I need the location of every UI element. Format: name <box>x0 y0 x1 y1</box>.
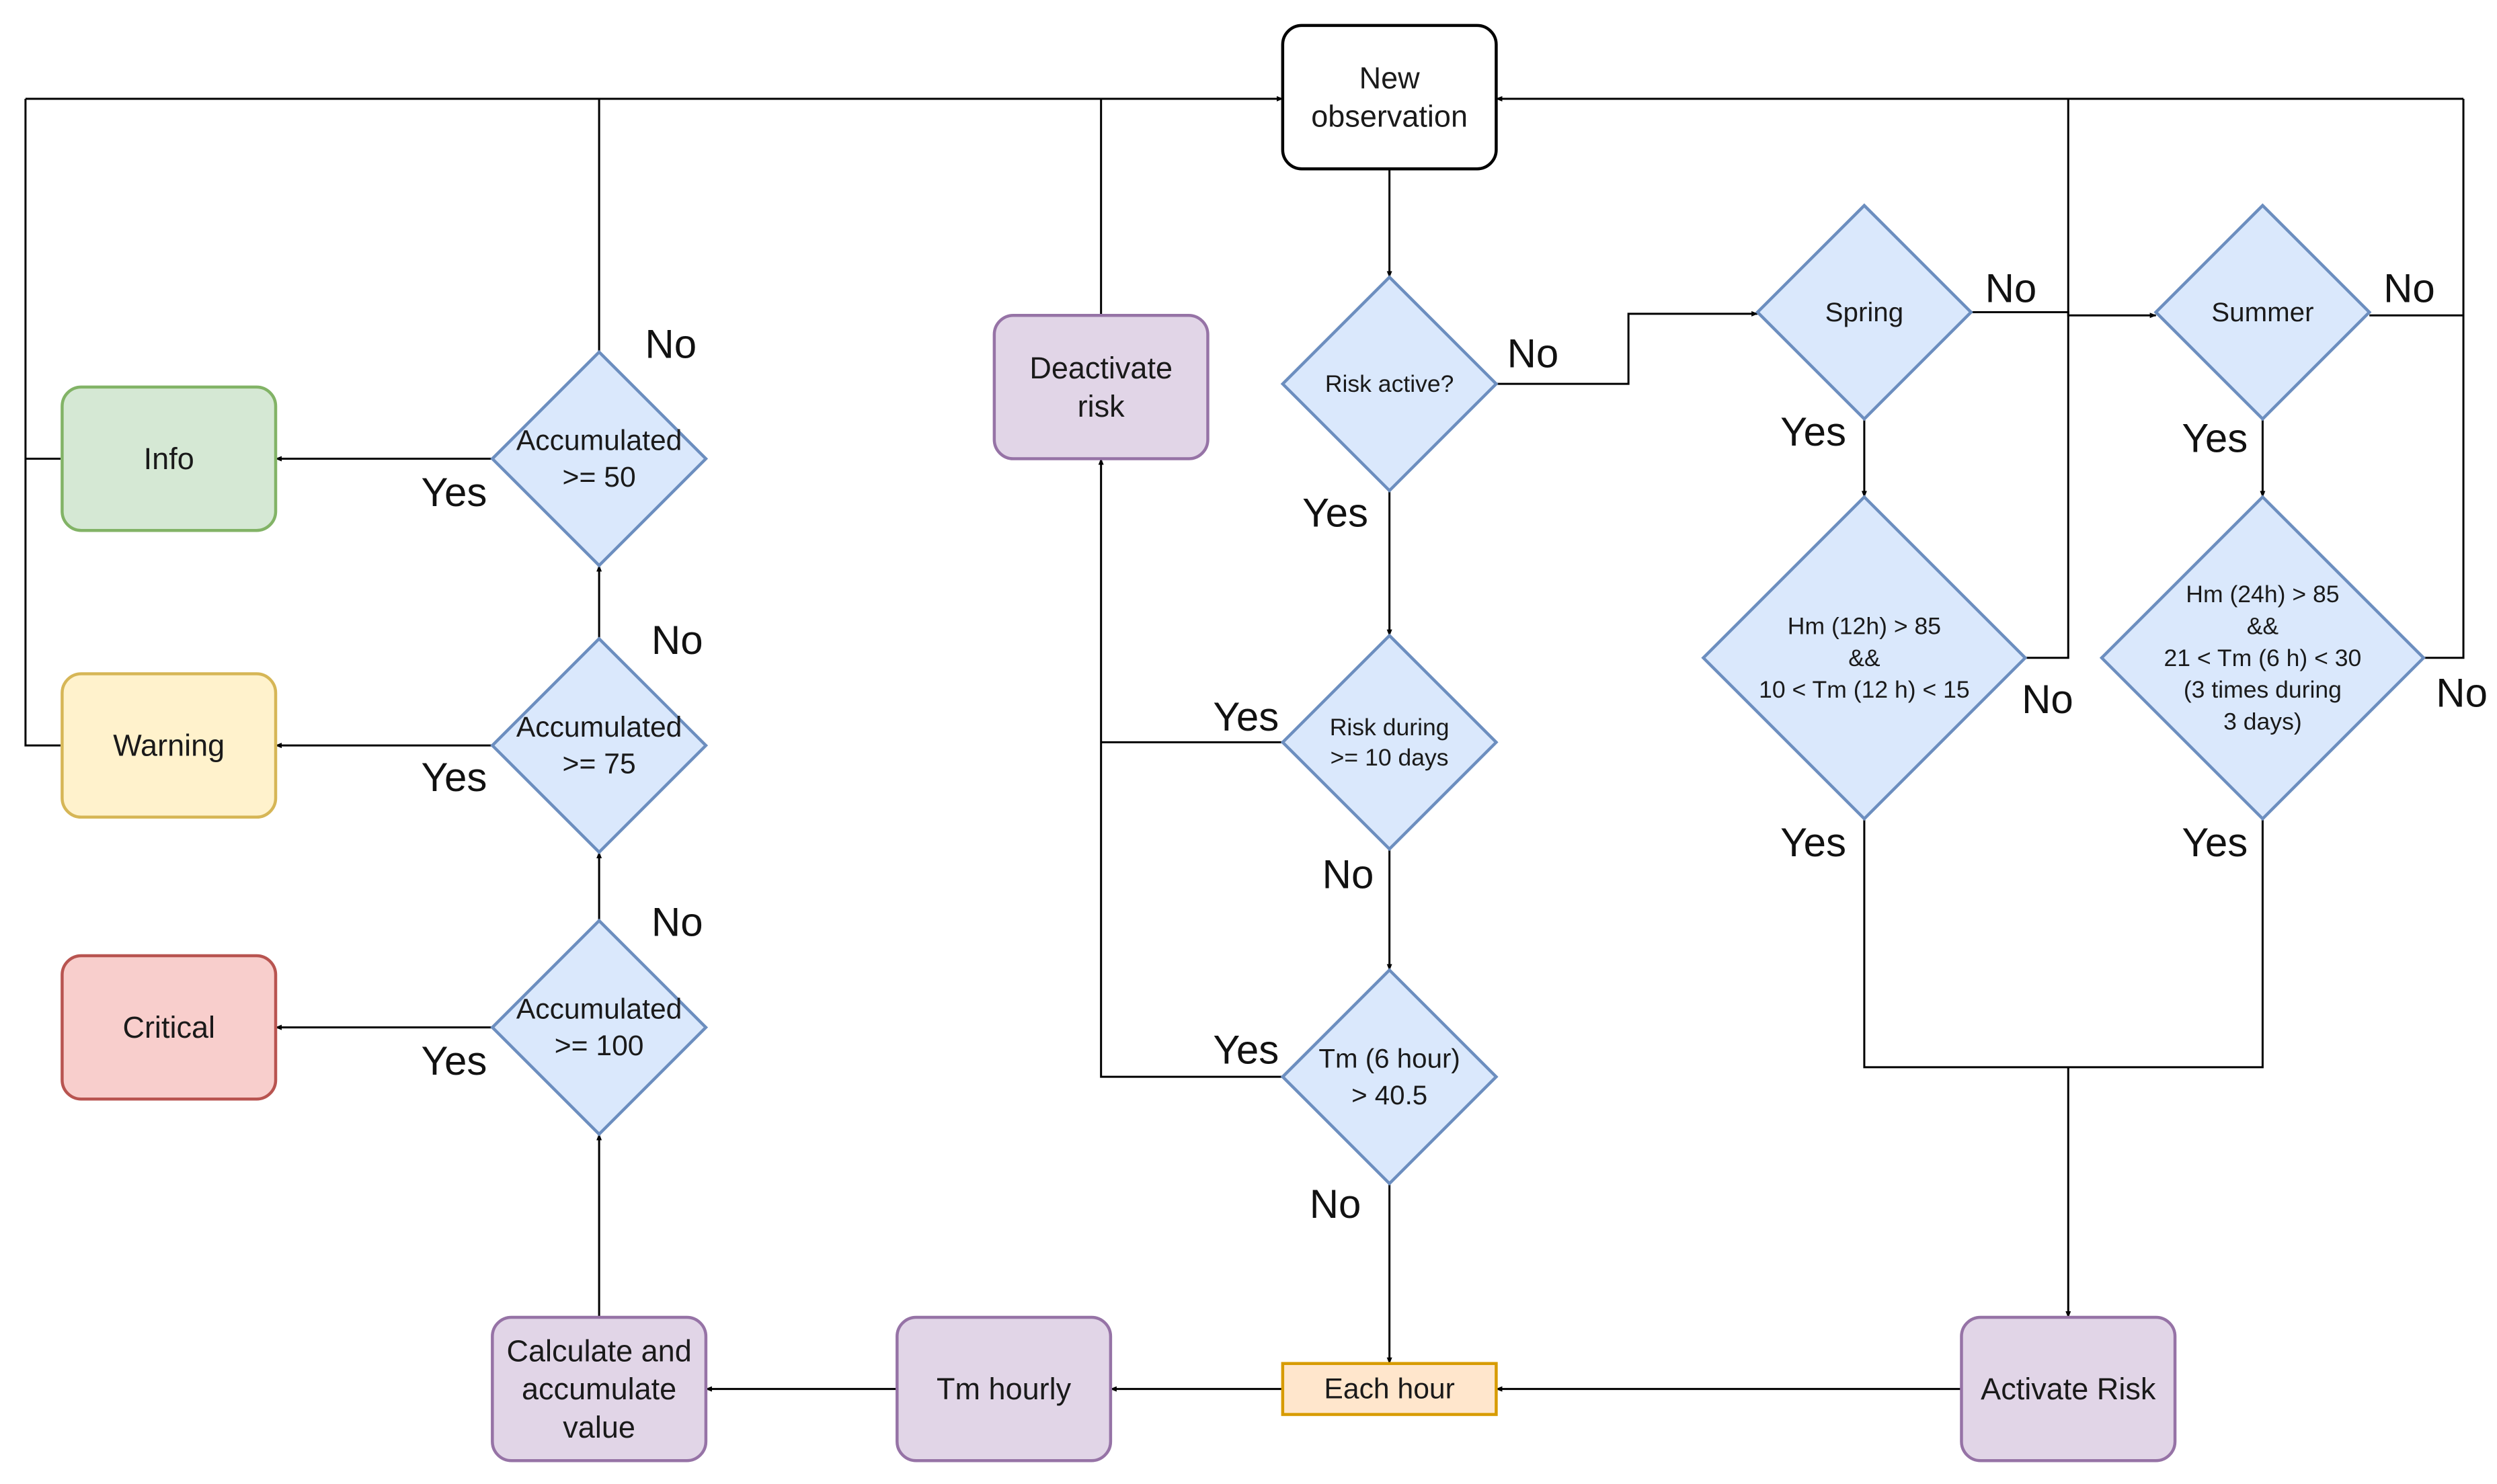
accumulated-50-label-line: >= 50 <box>563 461 636 493</box>
risk-active-no-to-spring-edge <box>1496 311 1759 385</box>
calculate-label-line: value <box>563 1410 635 1444</box>
risk-during-no-edge-label: No <box>1322 852 1374 897</box>
summer-condition-label-line: 21 < Tm (6 h) < 30 <box>2164 645 2362 671</box>
deactivate-risk-label-line: risk <box>1078 389 1125 423</box>
summer-condition-yes-edge-label: Yes <box>2182 820 2248 865</box>
spring-condition-yes-line-edge <box>1863 819 2264 1069</box>
accumulated-50-decision <box>490 349 709 568</box>
accumulated-100-label-line: Accumulated <box>516 993 682 1025</box>
deactivate-risk-label-line: Deactivate <box>1029 351 1173 385</box>
spring-decision <box>1755 203 1973 421</box>
tm-6hour-no-edge-label: No <box>1310 1182 1361 1227</box>
risk-active-no-edge-label: No <box>1507 331 1559 376</box>
summer-condition-label-line: 3 days) <box>2223 708 2302 735</box>
spring-condition-no-line-edge <box>2025 98 2069 659</box>
accumulated-100-label-line: >= 100 <box>555 1030 644 1062</box>
spring-condition-label-line: && <box>1848 645 1880 671</box>
risk-during-yes-edge-label: Yes <box>1213 694 1279 739</box>
accumulated-50-yes-edge-label: Yes <box>422 470 487 515</box>
spring-condition-label-line: Hm (12h) > 85 <box>1788 612 1941 639</box>
accumulated-75-decision <box>490 636 709 855</box>
new-observation-box <box>1281 24 1498 171</box>
tm-hourly-label-line: Tm hourly <box>937 1372 1072 1406</box>
activate-risk-box <box>1960 1315 2177 1462</box>
info-box <box>61 385 278 532</box>
critical-label-line: Critical <box>122 1010 215 1044</box>
risk-active-decision <box>1280 275 1499 493</box>
summer-decision <box>2153 203 2372 421</box>
risk-during-decision <box>1280 633 1499 852</box>
deactivate-risk-box <box>992 314 1210 460</box>
each-hour-label-line: Each hour <box>1324 1373 1454 1405</box>
tm-6hour-label-line: Tm (6 hour) <box>1318 1043 1460 1073</box>
risk-during-label-line: Risk during <box>1330 714 1450 741</box>
spring-condition-decision <box>1701 495 2028 821</box>
calculate-label-line: Calculate and <box>506 1333 691 1368</box>
accumulated-75-no-edge-label: No <box>651 618 703 663</box>
accumulated-50-label-line: Accumulated <box>516 424 682 456</box>
new-observation-label-line: observation <box>1311 99 1468 134</box>
warning-left-line-edge <box>24 98 61 747</box>
risk-during-label-line: >= 10 days <box>1331 744 1449 771</box>
accumulated-75-label-line: >= 75 <box>563 747 636 780</box>
summer-label-line: Summer <box>2211 297 2313 327</box>
activate-risk-label-line: Activate Risk <box>1981 1372 2156 1406</box>
critical-box <box>61 954 278 1101</box>
calculate-box <box>491 1315 708 1462</box>
warning-box <box>61 672 278 819</box>
accumulated-100-decision <box>490 918 709 1137</box>
accumulated-75-label-line: Accumulated <box>516 711 682 743</box>
tm-6hour-yes-to-deactivate-edge <box>1098 458 1283 1078</box>
summer-condition-label-line: (3 times during <box>2184 676 2342 703</box>
risk-active-label-line: Risk active? <box>1325 370 1454 397</box>
tm-6hour-yes-edge-label: Yes <box>1213 1027 1279 1072</box>
edges-layer <box>24 95 2465 1392</box>
summer-condition-label-line: Hm (24h) > 85 <box>2186 581 2339 608</box>
tm-6hour-decision <box>1280 968 1499 1186</box>
new-observation-label-line: New <box>1359 61 1421 95</box>
summer-condition-label-line: && <box>2247 612 2279 639</box>
accumulated-100-no-edge-label: No <box>651 900 703 945</box>
spring-label-line: Spring <box>1825 297 1903 327</box>
tm-hourly-box <box>896 1315 1113 1462</box>
accumulated-50-no-edge-label: No <box>645 321 697 366</box>
edge-labels-layer: NoYesYesNoYesNoNoYesNoYesNoYesNoYesNoYes… <box>422 265 2488 1227</box>
calculate-label-line: accumulate <box>522 1372 676 1406</box>
spring-condition-yes-edge-label: Yes <box>1780 820 1846 865</box>
summer-condition-no-line-edge <box>2423 98 2465 659</box>
spring-no-edge-label: No <box>1985 265 2037 311</box>
spring-no-to-summer-edge <box>1971 311 2157 319</box>
tm-6hour-label-line: > 40.5 <box>1351 1080 1427 1110</box>
info-label-line: Info <box>144 442 194 476</box>
accumulated-75-yes-edge-label: Yes <box>422 755 487 800</box>
summer-no-edge-label: No <box>2383 265 2435 311</box>
risk-active-yes-edge-label: Yes <box>1302 491 1368 536</box>
accumulated-100-yes-edge-label: Yes <box>422 1038 487 1083</box>
summer-condition-decision <box>2099 495 2426 821</box>
summer-condition-no-edge-label: No <box>2436 670 2488 715</box>
spring-yes-edge-label: Yes <box>1780 409 1846 454</box>
spring-condition-no-edge-label: No <box>2022 677 2073 722</box>
spring-condition-label-line: 10 < Tm (12 h) < 15 <box>1759 676 1970 703</box>
each-hour-box <box>1281 1362 1498 1416</box>
warning-label-line: Warning <box>113 729 225 763</box>
summer-yes-edge-label: Yes <box>2182 415 2248 460</box>
